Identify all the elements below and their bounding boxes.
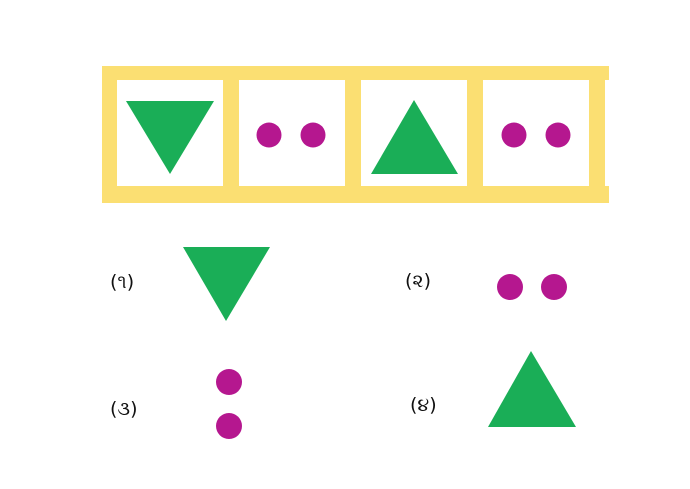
two-dots-icon xyxy=(497,274,567,300)
two-dots-vertical-icon xyxy=(216,369,242,439)
option-1-shape[interactable] xyxy=(182,246,272,322)
sequence-cell-partial xyxy=(605,80,609,186)
sequence-cell-1 xyxy=(117,80,223,186)
option-2-shape[interactable] xyxy=(495,272,571,302)
sequence-cell-2 xyxy=(239,80,345,186)
sequence-cell-4 xyxy=(483,80,589,186)
two-dots-icon xyxy=(256,122,326,148)
option-1-label: (૧) xyxy=(110,271,135,293)
triangle-down-icon xyxy=(183,247,270,321)
option-2-label: (૨) xyxy=(405,270,431,292)
triangle-up-icon xyxy=(488,351,576,427)
triangle-down-icon xyxy=(126,101,214,174)
option-3-shape[interactable] xyxy=(213,366,245,442)
sequence-cell-3 xyxy=(361,80,467,186)
sequence-strip xyxy=(102,66,609,203)
two-dots-icon xyxy=(501,122,571,148)
option-4-label: (૪) xyxy=(410,394,437,416)
triangle-up-icon xyxy=(371,100,458,174)
option-4-shape[interactable] xyxy=(486,350,578,428)
option-3-label: (૩) xyxy=(110,398,138,420)
